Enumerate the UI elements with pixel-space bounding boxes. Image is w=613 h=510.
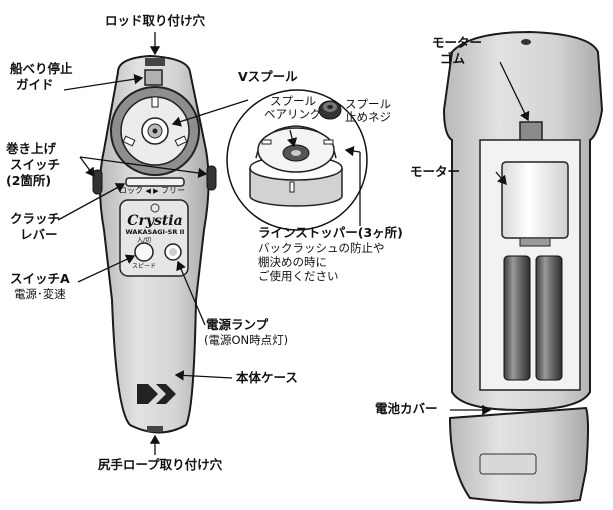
label-winder-1: 巻き上げ — [6, 141, 57, 156]
label-winder-2: スイッチ — [10, 157, 61, 172]
reel-back-view — [442, 30, 604, 504]
battery-left — [503, 255, 531, 381]
label-motor: モーター — [410, 164, 461, 179]
label-motor-rubber-2: ゴム — [440, 51, 466, 66]
daiwa-logo-icon — [137, 384, 176, 404]
battery-right — [535, 255, 563, 381]
clutch-indicator: ロック ◀ ▶ フリー — [118, 186, 186, 195]
label-motor-rubber-1: モーター — [432, 35, 483, 50]
switch-tag-power: 入/切 — [136, 237, 152, 244]
label-spool-bearing-2: ベアリング — [264, 107, 322, 121]
label-spool-screw-1: スプール — [345, 97, 391, 111]
label-spool-screw-2: 止めネジ — [345, 110, 391, 124]
winder-switch-left[interactable] — [92, 169, 103, 195]
spool-detail-frame — [226, 89, 368, 231]
reel-front-view — [92, 54, 217, 434]
clutch-lock-label: ロック — [118, 186, 143, 195]
label-gunwale-guide-2: ガイド — [16, 77, 54, 92]
label-line-stopper-desc-2: 棚決めの時に — [258, 255, 327, 269]
switch-a-button[interactable] — [134, 242, 154, 262]
motor — [501, 161, 569, 239]
model-name: WAKASAGI-SR II — [125, 228, 185, 236]
clutch-lever[interactable] — [125, 177, 185, 187]
gunwale-stop-guide — [144, 69, 163, 86]
rod-hole — [145, 58, 165, 66]
label-switch-a: スイッチA — [10, 271, 70, 286]
clutch-free-label: フリー — [161, 186, 186, 195]
winder-switch-right[interactable] — [206, 165, 217, 191]
label-battery-cover: 電池カバー — [375, 401, 438, 416]
label-clutch-2: レバー — [20, 227, 58, 242]
switch-tag-speed: スピード — [131, 263, 157, 270]
label-gunwale-guide-1: 船べり停止 — [10, 61, 73, 76]
label-tail-hole: 尻手ロープ取り付け穴 — [97, 457, 223, 472]
tail-rope-hole — [147, 426, 163, 432]
label-clutch-1: クラッチ — [10, 211, 61, 226]
label-power-lamp: 電源ランプ — [206, 317, 269, 332]
label-winder-3: (2箇所) — [6, 173, 52, 188]
brand-name: Crystia — [127, 213, 183, 229]
label-spool-bearing-1: スプール — [270, 94, 316, 108]
label-body-case: 本体ケース — [236, 370, 298, 385]
label-v-spool: Vスプール — [238, 69, 298, 84]
label-switch-a-sub: 電源･変速 — [14, 287, 66, 301]
label-line-stopper-desc-1: バックラッシュの防止や — [258, 241, 385, 255]
label-rod-hole: ロッド取り付け穴 — [104, 13, 206, 28]
label-power-lamp-sub: (電源ON時点灯) — [204, 333, 289, 347]
leader-lines — [57, 32, 530, 455]
label-line-stopper-desc-3: ご使用ください — [258, 269, 339, 283]
label-line-stopper: ラインストッパー(3ヶ所) — [258, 225, 403, 240]
